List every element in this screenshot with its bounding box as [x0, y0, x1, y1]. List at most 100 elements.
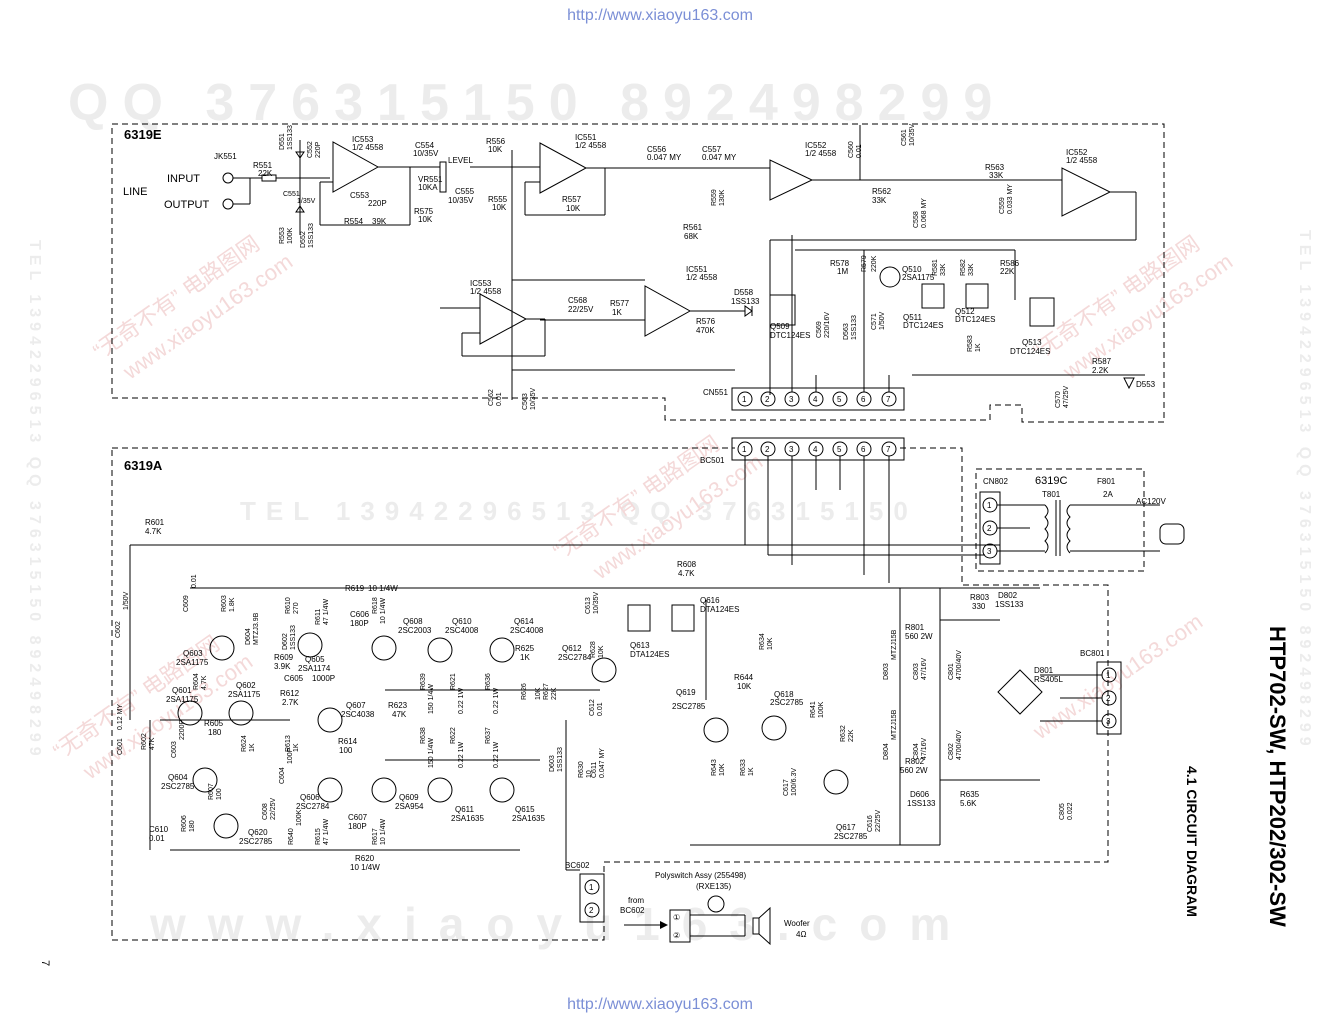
ic552a-value: 1/2 4558 — [805, 149, 837, 158]
bc501-pin-5: 5 — [837, 445, 842, 454]
output-jack-icon — [222, 198, 234, 210]
r551-label: R551 — [253, 161, 273, 170]
r577-value: 1K — [612, 308, 622, 317]
cn551-pin-1: 1 — [742, 395, 747, 404]
d553-led-icon — [1123, 377, 1135, 390]
q511-transistor-icon — [921, 283, 945, 309]
cn802-pin-3: 3 — [987, 547, 992, 556]
c571-value: 1/50V — [879, 311, 886, 330]
q609-value: 2SA954 — [395, 802, 424, 811]
q619-label: Q619 — [676, 688, 696, 697]
footer-url[interactable]: http://www.xiaoyu163.com — [567, 996, 753, 1013]
c617-label: C617 — [783, 779, 790, 796]
q615-label: Q615 — [515, 805, 535, 814]
bc501-connector — [731, 437, 905, 461]
q509-value: DTC124ES — [770, 331, 810, 340]
r802-value: 560 2W — [900, 766, 928, 775]
r611-label: R611 — [315, 609, 322, 625]
r801-value: 560 2W — [905, 632, 933, 641]
q605-label: Q605 — [305, 655, 325, 664]
r622-label: R622 — [450, 727, 457, 744]
woofer-hookup: Polyswitch Assy (255498) (RXE135) from B… — [620, 871, 810, 946]
d801-value: RS405L — [1034, 675, 1063, 684]
cn551-pin-7: 7 — [886, 395, 891, 404]
r635-value: 5.6K — [960, 799, 977, 808]
polyswitch-part-label: (RXE135) — [696, 882, 731, 891]
r561-value: 68K — [684, 232, 699, 241]
r620-value: 10 1/4W — [350, 863, 380, 872]
r622-value: 0.22 1W — [458, 742, 465, 768]
r637-label: R637 — [485, 727, 492, 744]
cn551-connector — [731, 387, 905, 411]
r630-value: 10 — [586, 770, 593, 778]
r641-value: 100K — [818, 701, 825, 718]
c608-label: C608 — [262, 803, 269, 820]
line-label: LINE — [123, 186, 147, 198]
r581-label: R581 — [932, 259, 939, 276]
ic553-opamp-icon — [332, 141, 380, 193]
r628-value: 10K — [598, 645, 605, 658]
block-label-6319e: 6319E — [124, 127, 162, 142]
d603-label: D603 — [549, 755, 556, 772]
cn551-pin-4: 4 — [813, 395, 818, 404]
d558-label: D558 — [734, 288, 754, 297]
c609-label: C609 — [183, 595, 190, 612]
q509-transistor-icon — [769, 294, 796, 326]
block-label-6319a: 6319A — [124, 458, 163, 473]
r563-label: R563 — [985, 163, 1005, 172]
q511-value: DTC124ES — [903, 321, 943, 330]
r608-label: R608 — [677, 560, 697, 569]
r621-label: R621 — [450, 673, 457, 690]
bc501-pin-6: 6 — [861, 445, 866, 454]
q617-value: 2SC2785 — [834, 832, 868, 841]
bc602-connector — [579, 873, 605, 923]
q601-label: Q601 — [172, 686, 192, 695]
r625-value: 1K — [520, 653, 530, 662]
c609-value: 0.01 — [191, 574, 198, 588]
ic553b-value: 1/2 4558 — [470, 287, 502, 296]
c551-value: 1/35V — [297, 198, 316, 205]
input-jack-icon — [222, 172, 234, 184]
q618-label: Q618 — [774, 690, 794, 699]
c562-value: 0.01 — [496, 392, 503, 406]
r609-value: 3.9K — [274, 662, 291, 671]
r578-value: 1M — [837, 267, 848, 276]
level-potentiometer[interactable] — [439, 161, 447, 193]
ic553b-opamp-icon — [479, 293, 528, 345]
r803-label: R803 — [970, 593, 990, 602]
d604-label: D604 — [245, 628, 252, 645]
r605-value: 180 — [208, 728, 222, 737]
c612-label: C612 — [589, 699, 596, 716]
c801-label: C801 — [948, 663, 955, 680]
r639-label: R639 — [420, 673, 427, 690]
r586-label: R586 — [1000, 259, 1020, 268]
cn802-pin-2: 2 — [987, 524, 992, 533]
input-label: INPUT — [167, 173, 200, 185]
ic551b-label: IC551 — [686, 265, 708, 274]
c570-label: C570 — [1055, 391, 1062, 408]
c554-value: 10/35V — [413, 149, 439, 158]
r636-value: 0.22 1W — [493, 688, 500, 714]
c602-label: C602 — [115, 621, 122, 638]
ic552b-label: IC552 — [1066, 148, 1088, 157]
r557-value: 10K — [566, 204, 581, 213]
c604-value: 100P — [287, 747, 294, 764]
c571-label: C571 — [871, 313, 878, 330]
ic551a-value: 1/2 4558 — [575, 141, 607, 150]
q608-value: 2SC2003 — [398, 626, 432, 635]
r579-value: 220K — [871, 255, 878, 272]
d802-label: D802 — [998, 591, 1018, 600]
d804-value: MTZJ15B — [891, 709, 898, 740]
c617-value: 100/6.3V — [791, 768, 798, 796]
c552-label: C552 — [307, 141, 314, 158]
cn802-pin-1: 1 — [987, 501, 992, 510]
header-url[interactable]: http://www.xiaoyu163.com — [567, 7, 753, 24]
q610-label: Q610 — [452, 617, 472, 626]
qq-mid-watermark: QQ 376315150 — [620, 496, 918, 526]
q511-label: Q511 — [903, 313, 923, 322]
r639-value: 150 1/4W — [428, 684, 435, 714]
r557-label: R557 — [562, 195, 582, 204]
ic552b-value: 1/2 4558 — [1066, 156, 1098, 165]
r617-value: 10 1/4W — [380, 819, 387, 845]
r637-value: 0.22 1W — [493, 742, 500, 768]
